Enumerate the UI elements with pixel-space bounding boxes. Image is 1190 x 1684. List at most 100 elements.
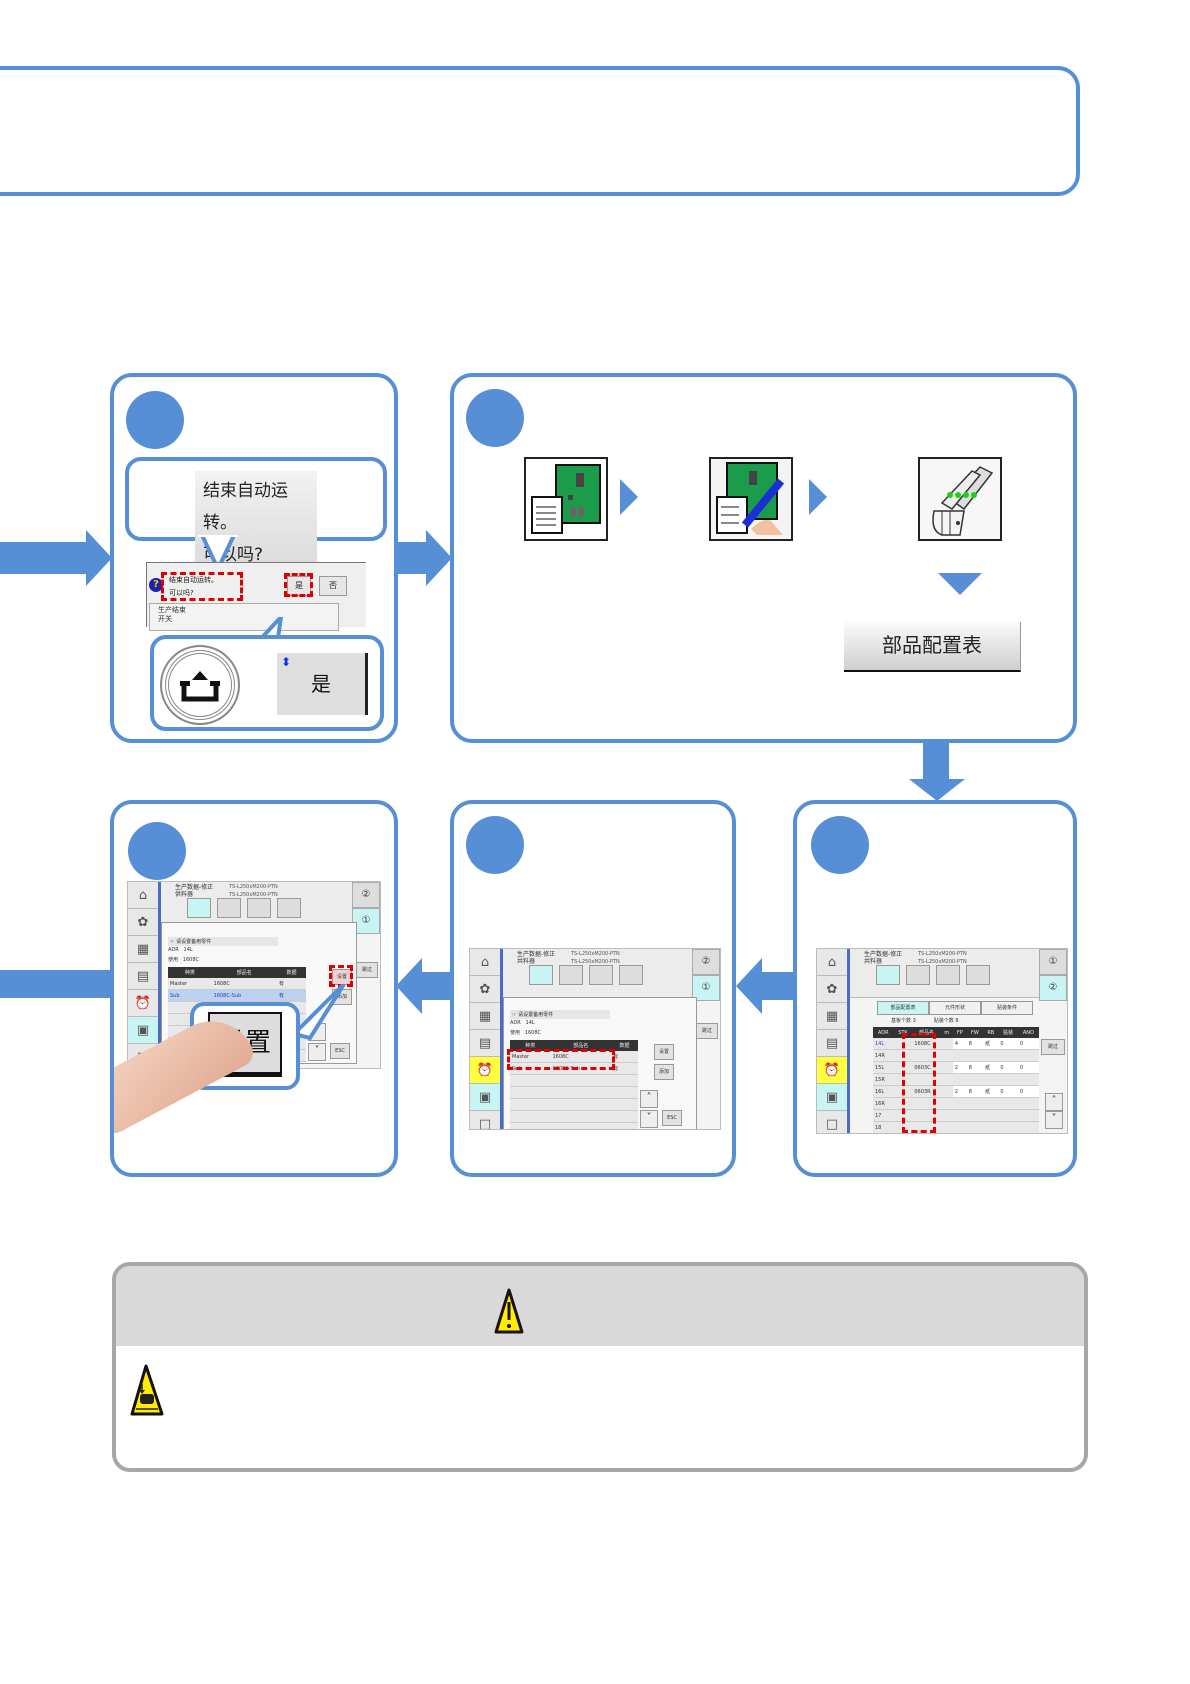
- tab-board[interactable]: [559, 965, 583, 985]
- dialog-prompt: ☞ 请设置备用零件: [168, 937, 278, 946]
- step-4-number-badge: [811, 816, 869, 874]
- scroll-down-button[interactable]: ˅: [640, 1110, 658, 1128]
- arrow-1-to-2-head: [426, 530, 452, 586]
- table-row[interactable]: 15R: [873, 1073, 1039, 1086]
- table-cell: [941, 1134, 953, 1135]
- flow-arrow-down: [938, 573, 982, 595]
- tab-setup[interactable]: [966, 965, 990, 985]
- skip-button[interactable]: 跳过: [356, 962, 378, 978]
- tab-board[interactable]: [906, 965, 930, 985]
- alarm-icon[interactable]: ⏰: [817, 1057, 847, 1084]
- table-row[interactable]: 19: [873, 1134, 1039, 1135]
- top-info-box: [0, 66, 1080, 196]
- home-icon[interactable]: ⌂: [128, 882, 158, 909]
- table-cell: [912, 1134, 940, 1135]
- tab-edit[interactable]: [187, 898, 211, 918]
- cycle-icon[interactable]: ✿: [470, 976, 500, 1003]
- dialog-no-button[interactable]: 否: [319, 576, 347, 596]
- table-1-button[interactable]: ②: [1039, 975, 1067, 1001]
- table-1-button[interactable]: ①: [352, 908, 380, 934]
- table-cell: [940, 1061, 953, 1074]
- step-2-panel: 部品配置表: [450, 373, 1077, 743]
- scroll-up-button[interactable]: ˄: [1045, 1093, 1063, 1111]
- skip-button[interactable]: 跳过: [696, 1023, 718, 1039]
- table-cell: [983, 1073, 999, 1086]
- table-2-button[interactable]: ①: [1039, 949, 1067, 975]
- table-cell: [1017, 1073, 1039, 1086]
- tab-check[interactable]: [936, 965, 960, 985]
- chart-icon[interactable]: ▤: [817, 1030, 847, 1057]
- step-6-number-badge: [128, 822, 186, 880]
- home-icon[interactable]: ⌂: [470, 949, 500, 976]
- yes-key-button[interactable]: ⬍ 是: [277, 653, 368, 715]
- esc-button[interactable]: ESC: [662, 1110, 682, 1126]
- tab-edit[interactable]: [529, 965, 553, 985]
- alarm-icon[interactable]: ⏰: [128, 990, 158, 1017]
- step-1-number-badge: [126, 391, 184, 449]
- esc-button[interactable]: ESC: [330, 1043, 350, 1059]
- chart-icon[interactable]: ▤: [470, 1030, 500, 1057]
- chart-icon[interactable]: ▤: [128, 963, 158, 990]
- tab-setup[interactable]: [619, 965, 643, 985]
- tab-setup[interactable]: [277, 898, 301, 918]
- table-2-button[interactable]: ②: [692, 949, 720, 975]
- tab-board[interactable]: [217, 898, 241, 918]
- scroll-down-button[interactable]: ˅: [1045, 1111, 1063, 1129]
- sub-tabs: 部品配置表 元件形状 贴装条件: [877, 1001, 1033, 1015]
- yes-key-label: 是: [311, 672, 331, 696]
- edit-production-data-icon[interactable]: [709, 457, 793, 541]
- tab-check[interactable]: [247, 898, 271, 918]
- table-cell: 0: [998, 1085, 1018, 1098]
- home-icon[interactable]: ⌂: [817, 949, 847, 976]
- scroll-down-button[interactable]: ˅: [308, 1043, 326, 1061]
- scroll-up-button[interactable]: ˄: [640, 1090, 658, 1108]
- table-row[interactable]: 16R: [873, 1097, 1039, 1110]
- table-1-button[interactable]: ①: [692, 975, 720, 1001]
- subtab-mount-condition[interactable]: 贴装条件: [981, 1001, 1033, 1015]
- table-cell: [940, 1073, 953, 1086]
- parts-layout-table-button[interactable]: 部品配置表: [844, 622, 1021, 672]
- subtab-part-shape[interactable]: 元件形状: [929, 1001, 981, 1015]
- data-icon[interactable]: ▦: [817, 1003, 847, 1030]
- production-data-menu-icon[interactable]: ▣: [817, 1084, 847, 1111]
- table-cell: [998, 1134, 1018, 1135]
- skip-button[interactable]: 跳过: [1041, 1039, 1065, 1055]
- table-cell: [966, 1097, 984, 1110]
- table-row-empty: [510, 1098, 638, 1111]
- feeder-icon[interactable]: [918, 457, 1002, 541]
- table-row[interactable]: 14R: [873, 1049, 1039, 1062]
- status-line-1: 生产结束: [158, 606, 186, 614]
- table-cell: 15R: [873, 1073, 894, 1086]
- production-data-menu-icon[interactable]: ▣: [470, 1084, 500, 1111]
- table-cell: [983, 1121, 999, 1133]
- table-row[interactable]: 18: [873, 1121, 1039, 1133]
- table-row[interactable]: 17: [873, 1109, 1039, 1122]
- production-data-menu-icon[interactable]: ▣: [128, 1017, 158, 1044]
- production-data-icon[interactable]: [524, 457, 608, 541]
- table-2-button[interactable]: ②: [352, 882, 380, 908]
- subtab-parts-layout[interactable]: 部品配置表: [877, 1001, 929, 1015]
- table-cell: 2: [952, 1085, 967, 1098]
- cycle-icon[interactable]: ✿: [817, 976, 847, 1003]
- add-button[interactable]: 添加: [654, 1064, 674, 1080]
- table-cell: 16R: [873, 1097, 894, 1110]
- alarm-icon[interactable]: ⏰: [470, 1057, 500, 1084]
- tab-edit[interactable]: [876, 965, 900, 985]
- data-icon[interactable]: ▦: [470, 1003, 500, 1030]
- data-icon[interactable]: ▦: [128, 936, 158, 963]
- set-button[interactable]: 设置: [654, 1044, 674, 1060]
- arrow-4-to-5: [760, 972, 794, 1000]
- doc-icon[interactable]: □: [817, 1111, 847, 1133]
- status-line-2: 开关: [158, 615, 172, 623]
- cycle-icon[interactable]: ✿: [128, 909, 158, 936]
- doc-icon[interactable]: □: [470, 1111, 500, 1130]
- tab-check[interactable]: [589, 965, 613, 985]
